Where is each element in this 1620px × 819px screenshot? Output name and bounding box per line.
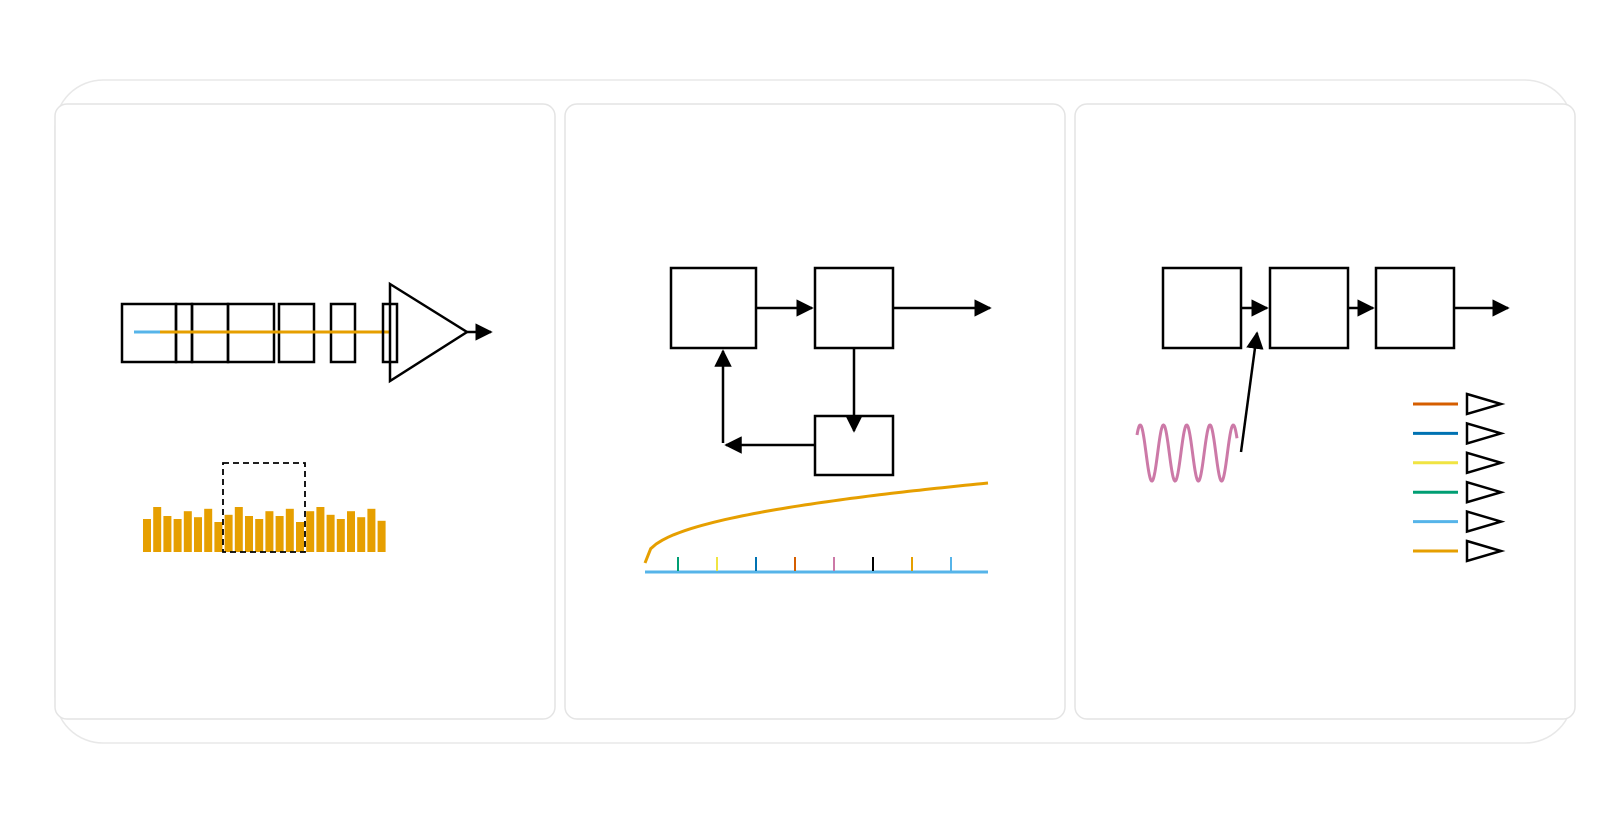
spectrum-bar xyxy=(265,511,274,552)
output-channel xyxy=(1413,451,1506,475)
panel-c-card xyxy=(1074,103,1576,720)
selection-window xyxy=(222,462,306,553)
spectrum-bar xyxy=(255,519,264,552)
output-channel xyxy=(1413,539,1506,563)
detector-triangle xyxy=(1465,451,1506,475)
spectrum-bar xyxy=(336,519,345,552)
spectrum-bar xyxy=(306,511,315,552)
spectrum-bar xyxy=(173,519,182,552)
panel-a-card xyxy=(54,103,556,720)
spectrum-bar xyxy=(275,516,284,552)
panel-c xyxy=(1135,266,1510,563)
spectrum-bar xyxy=(285,508,294,552)
spectrum-bar xyxy=(183,511,192,552)
panel-b xyxy=(643,266,992,574)
amplifier-triangle xyxy=(388,281,470,384)
detector-triangle xyxy=(1465,509,1506,534)
spectrum-bar xyxy=(377,520,386,552)
detector-triangle xyxy=(1465,392,1506,416)
growth-curve xyxy=(643,481,989,564)
spectrum-bar xyxy=(245,516,253,552)
spectrum-bar xyxy=(326,514,335,552)
output-channel xyxy=(1413,392,1506,416)
output-channel xyxy=(1413,480,1506,504)
spectrum-bar xyxy=(163,516,172,552)
spectrum-bar xyxy=(347,511,355,552)
spectrum-bar xyxy=(234,507,243,552)
panel-a xyxy=(120,281,493,553)
panel-b-card xyxy=(564,103,1066,720)
spectrum-bar xyxy=(357,517,366,552)
output-channels xyxy=(1413,392,1506,563)
frequency-comb xyxy=(677,557,952,571)
spectrum-bar xyxy=(143,519,151,552)
modulation-input-arrow xyxy=(1239,331,1264,453)
detector-triangle xyxy=(1465,421,1506,446)
spectrum-bar xyxy=(224,514,233,552)
detector-triangle xyxy=(1465,539,1506,563)
spectrum-bar xyxy=(194,517,202,552)
output-channel xyxy=(1413,509,1506,534)
spectrum-bar xyxy=(296,522,304,552)
detector-triangle xyxy=(1465,480,1506,504)
spectrum-bar xyxy=(214,522,223,552)
spectrum-bar xyxy=(204,508,213,552)
spectrum-bar xyxy=(367,508,376,552)
sine-wave xyxy=(1135,423,1239,483)
output-channel xyxy=(1413,421,1506,446)
spectrum-bar xyxy=(316,507,325,552)
spectrum-bars xyxy=(143,507,386,552)
spectrum-bar xyxy=(153,507,162,552)
